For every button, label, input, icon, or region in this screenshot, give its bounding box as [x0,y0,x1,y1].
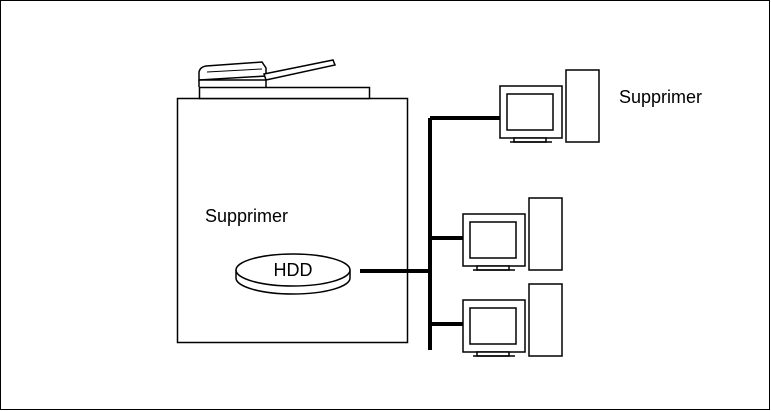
pc-label: Supprimer [619,87,702,107]
mfp-device: Supprimer HDD [178,60,408,343]
mfp-top-plate [200,88,370,99]
mfp-label: Supprimer [205,206,288,226]
hdd-icon: HDD [236,254,350,294]
hdd-label: HDD [274,260,313,280]
